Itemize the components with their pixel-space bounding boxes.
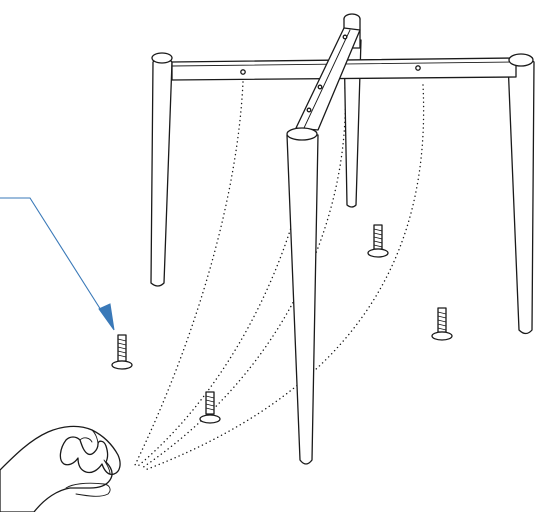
screw-a <box>111 334 133 370</box>
hand-illustration <box>0 425 121 512</box>
right-leg <box>507 55 535 335</box>
screw-d <box>431 307 453 341</box>
front-leg <box>286 127 319 465</box>
screw-c <box>367 224 389 258</box>
left-leg-cap <box>151 52 173 64</box>
left-leg <box>150 56 173 287</box>
screw-paths <box>134 81 425 471</box>
callout-arrow <box>0 197 115 331</box>
back-right-leg <box>343 13 362 208</box>
frame-rails <box>171 27 517 131</box>
right-leg-cap <box>508 53 534 67</box>
screw-b <box>199 391 221 424</box>
